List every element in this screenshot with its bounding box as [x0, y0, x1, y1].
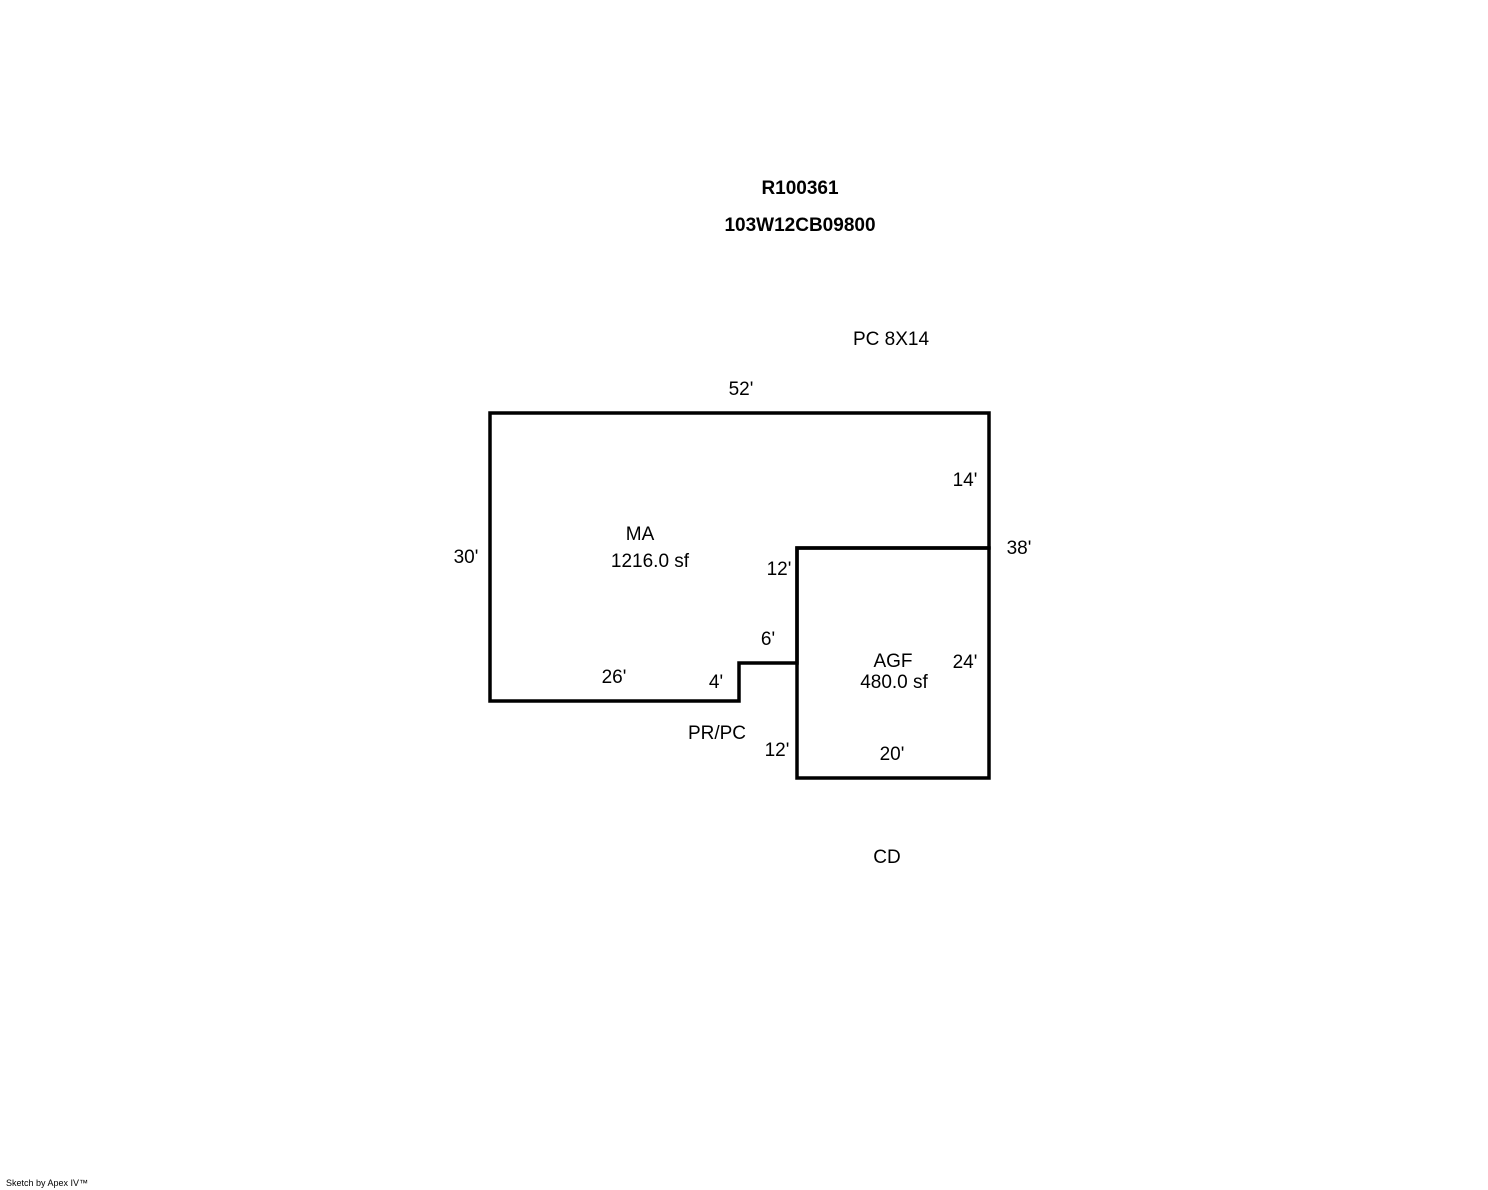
dim-garage-bottom: 20' [879, 744, 905, 765]
dim-left: 30' [453, 547, 479, 568]
dim-garage-left-upper: 12' [766, 559, 792, 580]
garage-outline [795, 546, 991, 780]
main-area-outline [488, 411, 991, 703]
dim-right-upper: 14' [952, 470, 978, 491]
deck-label: CD [873, 847, 901, 868]
dim-right-total: 38' [1006, 538, 1032, 559]
garage-area-code: AGF [873, 651, 913, 672]
porch-label-top: PC 8X14 [852, 329, 930, 350]
dim-notch-top: 6' [760, 629, 776, 650]
dim-top: 52' [728, 379, 754, 400]
main-area-size: 1216.0 sf [610, 551, 690, 572]
sketch-credit: Sketch by Apex IV™ [6, 1178, 89, 1188]
map-number: 103W12CB09800 [724, 215, 876, 236]
main-area-code: MA [625, 524, 655, 545]
garage-area-size: 480.0 sf [860, 672, 928, 693]
parcel-id: R100361 [761, 178, 839, 199]
dim-garage-right: 24' [952, 652, 978, 673]
dim-notch-side: 4' [708, 672, 724, 693]
porch-label-bottom: PR/PC [687, 723, 747, 744]
dim-garage-left-lower: 12' [764, 740, 790, 761]
dim-bottom-main: 26' [601, 667, 627, 688]
